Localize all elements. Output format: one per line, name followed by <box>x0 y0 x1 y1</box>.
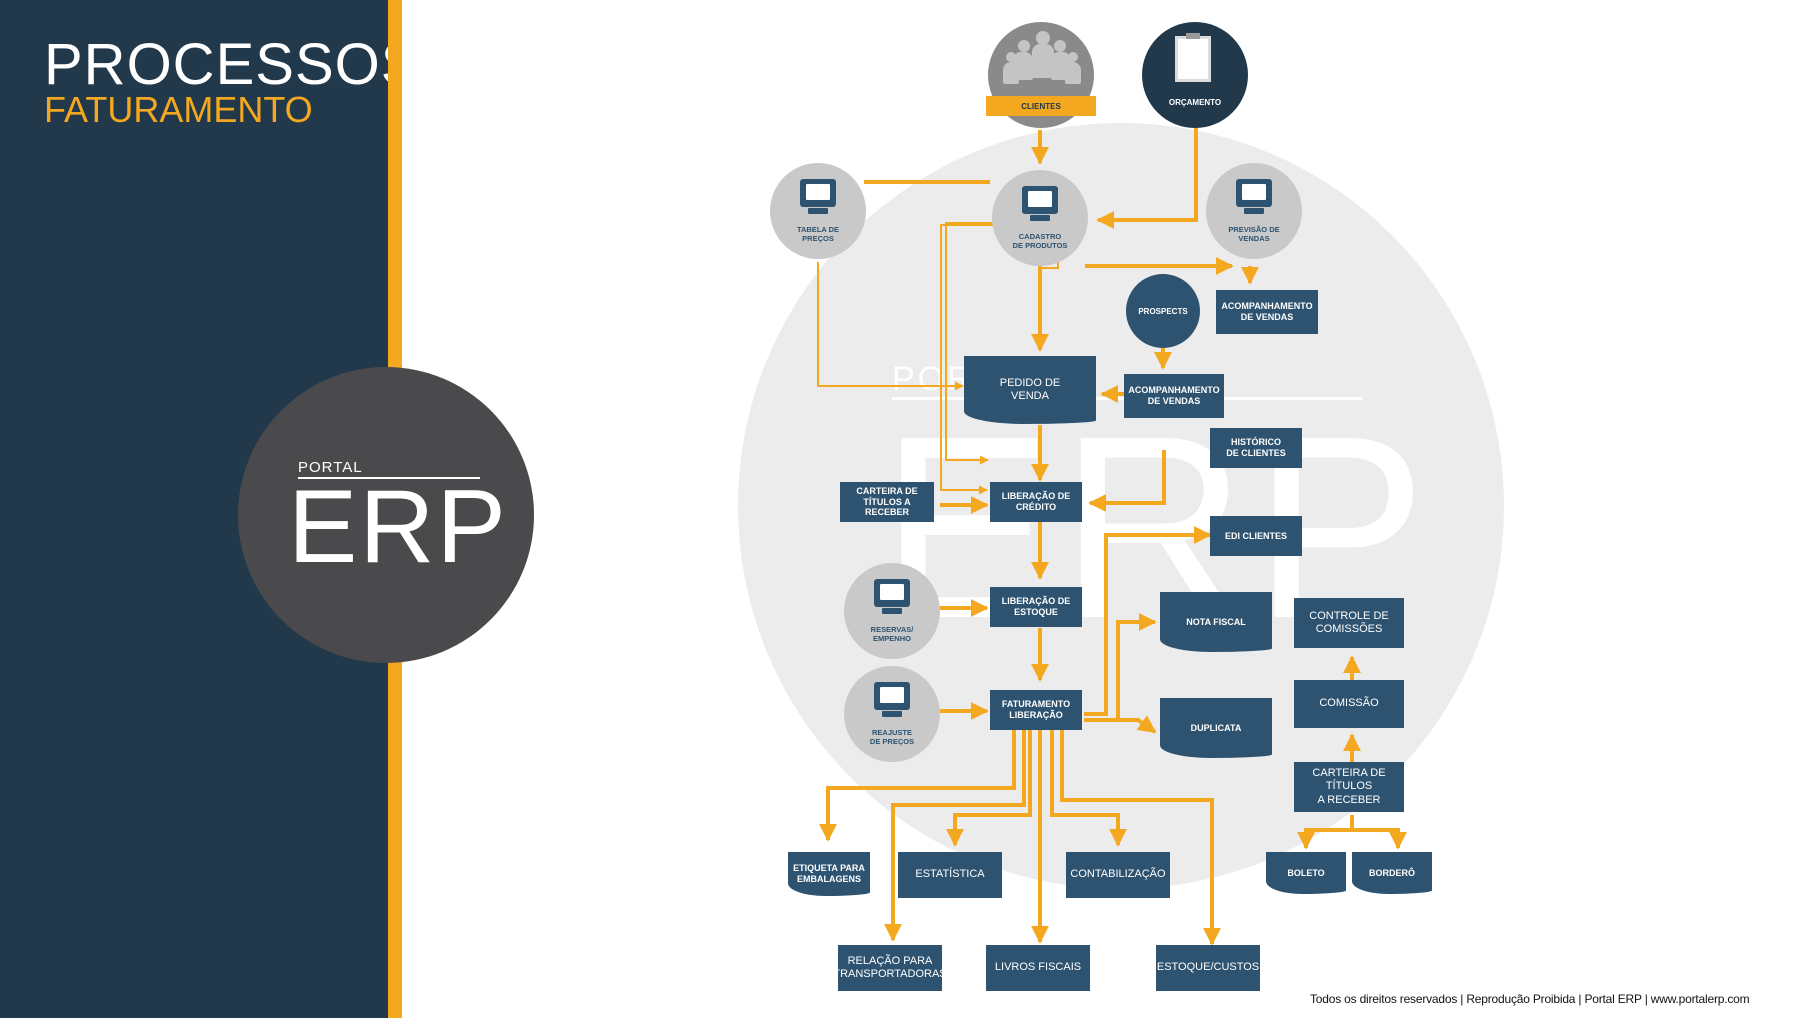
tabela-precos-node[interactable]: TABELA DE PREÇOS <box>770 163 866 259</box>
livros-fiscais-node[interactable]: LIVROS FISCAIS <box>986 945 1090 991</box>
contabilizacao-node[interactable]: CONTABILIZAÇÃO <box>1066 852 1170 898</box>
previsao-vendas-node[interactable]: PREVISÃO DE VENDAS <box>1206 163 1302 259</box>
tabela-precos-label: TABELA DE PREÇOS <box>796 225 840 243</box>
orcamento-label: ORÇAMENTO <box>1168 98 1222 107</box>
person-icon <box>1036 31 1050 45</box>
liberacao-estoque-node[interactable]: LIBERAÇÃO DE ESTOQUE <box>990 587 1082 627</box>
acompanhamento-vendas-top-node[interactable]: ACOMPANHAMENTO DE VENDAS <box>1216 290 1318 334</box>
cadastro-produtos-node[interactable]: CADASTRO DE PRODUTOS <box>992 170 1088 266</box>
estoque-custos-node[interactable]: ESTOQUE/CUSTOS <box>1156 945 1260 991</box>
person-icon <box>1032 44 1054 78</box>
carteira-titulos-left-node[interactable]: CARTEIRA DE TÍTULOS A RECEBER <box>840 482 934 522</box>
monitor-icon <box>1236 179 1272 207</box>
page-subtitle: FATURAMENTO <box>44 89 313 130</box>
page-title: PROCESSOS <box>44 32 421 97</box>
reajuste-precos-label: REAJUSTE DE PREÇOS <box>869 728 915 746</box>
footer-copyright: Todos os direitos reservados | Reproduçã… <box>1310 992 1750 1006</box>
orcamento-node[interactable]: ORÇAMENTO <box>1142 22 1248 128</box>
nota-fiscal-node[interactable]: NOTA FISCAL <box>1160 592 1272 652</box>
reservas-empenho-label: RESERVAS/ EMPENHO <box>870 625 914 643</box>
monitor-icon <box>1022 186 1058 214</box>
portal-erp-logo: PORTAL ERP <box>238 367 534 663</box>
edi-clientes-node[interactable]: EDI CLIENTES <box>1210 516 1302 556</box>
logo-erp-text: ERP <box>288 469 508 585</box>
cadastro-produtos-label: CADASTRO DE PRODUTOS <box>1012 232 1068 250</box>
historico-clientes-node[interactable]: HISTÓRICO DE CLIENTES <box>1210 428 1302 468</box>
pedido-venda-node[interactable]: PEDIDO DE VENDA <box>964 356 1096 424</box>
logo-portal-text: PORTAL <box>298 459 363 476</box>
clipboard-icon <box>1175 33 1211 82</box>
reajuste-precos-node[interactable]: REAJUSTE DE PREÇOS <box>844 666 940 762</box>
bordero-node[interactable]: BORDERÔ <box>1352 852 1432 894</box>
carteira-titulos-right-node[interactable]: CARTEIRA DE TÍTULOS A RECEBER <box>1294 762 1404 812</box>
acompanhamento-vendas-mid-node[interactable]: ACOMPANHAMENTO DE VENDAS <box>1124 374 1224 418</box>
previsao-vendas-label: PREVISÃO DE VENDAS <box>1228 225 1280 243</box>
controle-comissoes-node[interactable]: CONTROLE DE COMISSÕES <box>1294 598 1404 648</box>
comissao-node[interactable]: COMISSÃO <box>1294 680 1404 728</box>
monitor-icon <box>874 682 910 710</box>
monitor-icon <box>874 579 910 607</box>
relacao-transportadoras-node[interactable]: RELAÇÃO PARA TRANSPORTADORAS <box>833 945 947 991</box>
monitor-icon <box>800 179 836 207</box>
clientes-label: CLIENTES <box>986 96 1096 116</box>
logo-divider <box>298 477 480 479</box>
estatistica-node[interactable]: ESTATÍSTICA <box>898 852 1002 898</box>
boleto-node[interactable]: BOLETO <box>1266 852 1346 894</box>
liberacao-credito-node[interactable]: LIBERAÇÃO DE CRÉDITO <box>990 482 1082 522</box>
etiqueta-embalagens-node[interactable]: ETIQUETA PARA EMBALAGENS <box>788 852 870 896</box>
faturamento-liberacao-node[interactable]: FATURAMENTO LIBERAÇÃO <box>990 690 1082 730</box>
prospects-node[interactable]: PROSPECTS <box>1126 274 1200 348</box>
duplicata-node[interactable]: DUPLICATA <box>1160 698 1272 758</box>
reservas-empenho-node[interactable]: RESERVAS/ EMPENHO <box>844 563 940 659</box>
